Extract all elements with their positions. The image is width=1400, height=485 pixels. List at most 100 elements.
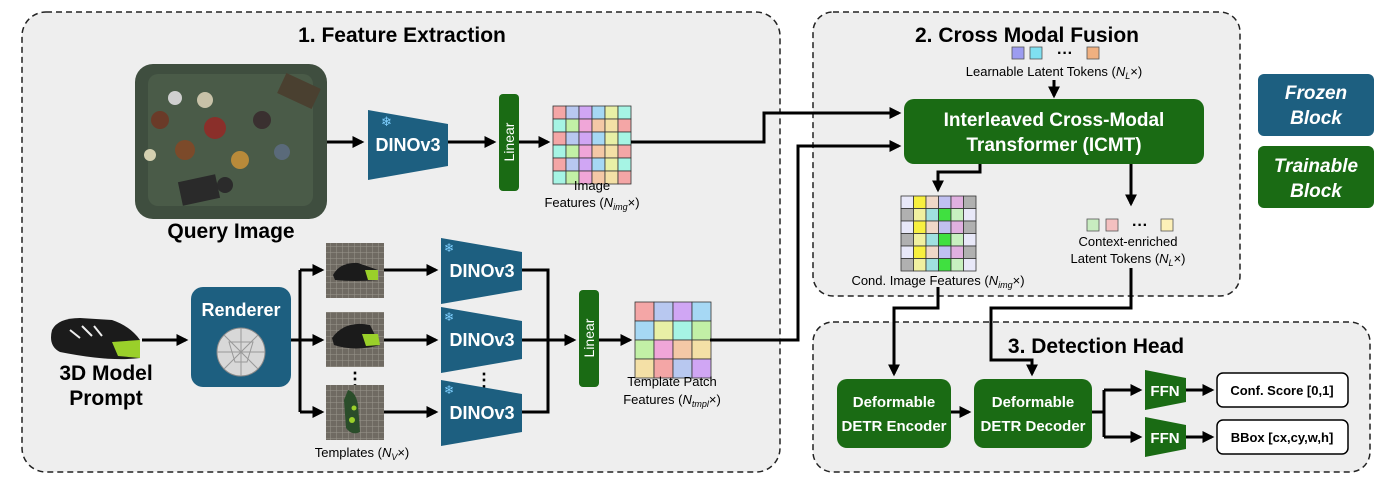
feature-cell bbox=[938, 233, 952, 247]
feature-cell bbox=[552, 131, 567, 146]
feature-cell bbox=[604, 105, 619, 120]
feature-cell bbox=[913, 245, 927, 259]
feature-cell bbox=[913, 233, 927, 247]
feature-cell bbox=[565, 105, 580, 120]
ffn-label-bbox: FFN bbox=[1150, 430, 1179, 447]
feature-cell bbox=[604, 118, 619, 133]
legend-trainable-line2: Block bbox=[1290, 181, 1343, 202]
feature-cell bbox=[963, 195, 977, 209]
cond-features-label: Cond. Image Features (Nimg×) bbox=[851, 273, 1024, 290]
context-tokens-label-2: Latent Tokens (NL×) bbox=[1071, 251, 1186, 268]
image-features-label-1: Image bbox=[574, 178, 610, 193]
icmt-label-1: Interleaved Cross-Modal bbox=[944, 110, 1165, 131]
bbox-output bbox=[1216, 419, 1349, 455]
detr-encoder-label-2: DETR Encoder bbox=[841, 418, 946, 435]
feature-cell bbox=[565, 157, 580, 172]
snowflake-icon: ❄ bbox=[444, 241, 454, 255]
query-image-label: Query Image bbox=[167, 220, 294, 243]
feature-cell bbox=[578, 131, 593, 146]
feature-cell bbox=[900, 258, 914, 272]
feature-cell bbox=[950, 195, 964, 209]
feature-cell bbox=[591, 105, 606, 120]
linear-label-query: Linear bbox=[501, 122, 517, 161]
linear-layer-query bbox=[499, 94, 519, 191]
feature-cell bbox=[900, 195, 914, 209]
template-features-label-1: Template Patch bbox=[627, 374, 717, 389]
feature-cell bbox=[691, 339, 712, 360]
feature-cell bbox=[950, 208, 964, 222]
feature-cell bbox=[913, 220, 927, 234]
feature-cell bbox=[634, 320, 655, 341]
feature-cell bbox=[617, 118, 632, 133]
legend-trainable-line1: Trainable bbox=[1274, 156, 1359, 177]
templates-label: Templates (NV×) bbox=[315, 445, 410, 462]
feature-cell bbox=[938, 195, 952, 209]
feature-cell bbox=[604, 157, 619, 172]
template-ellipsis: ⋮ bbox=[346, 369, 364, 389]
arrow-features-to-icmt bbox=[631, 107, 902, 144]
linear-label-template: Linear bbox=[581, 318, 597, 357]
model-prompt-line2: Prompt bbox=[69, 387, 143, 410]
feature-cell bbox=[653, 301, 674, 322]
snowflake-icon: ❄ bbox=[381, 114, 392, 129]
ffn-block-score bbox=[1145, 370, 1186, 410]
feature-cell bbox=[900, 208, 914, 222]
feature-cell bbox=[963, 233, 977, 247]
context-tokens-dots: ··· bbox=[1132, 217, 1148, 234]
image-features-label-2: Features (Nimg×) bbox=[544, 195, 639, 212]
arrow-context-to-decoder bbox=[989, 268, 1133, 377]
feature-cell bbox=[950, 258, 964, 272]
snowflake-icon: ❄ bbox=[444, 310, 454, 324]
feature-cell bbox=[672, 301, 693, 322]
legend-frozen-line1: Frozen bbox=[1285, 83, 1347, 104]
feature-cell bbox=[604, 144, 619, 159]
dino-label-template-2: DINOv3 bbox=[449, 330, 514, 350]
snowflake-icon: ❄ bbox=[444, 383, 454, 397]
icmt-label-2: Transformer (ICMT) bbox=[966, 135, 1141, 156]
feature-cell bbox=[591, 157, 606, 172]
feature-cell bbox=[552, 118, 567, 133]
feature-cell bbox=[963, 245, 977, 259]
legend-trainable-block bbox=[1258, 146, 1374, 208]
feature-extraction-title: 1. Feature Extraction bbox=[298, 24, 506, 47]
feature-cell bbox=[938, 258, 952, 272]
feature-cell bbox=[913, 195, 927, 209]
template-image-3 bbox=[326, 385, 384, 440]
feature-cell bbox=[672, 339, 693, 360]
feature-cell bbox=[578, 144, 593, 159]
feature-cell bbox=[963, 258, 977, 272]
feature-cell bbox=[617, 144, 632, 159]
template-features-grid bbox=[634, 301, 712, 379]
feature-cell bbox=[565, 118, 580, 133]
feature-cell bbox=[591, 144, 606, 159]
learnable-tokens-dots: ··· bbox=[1057, 45, 1073, 62]
ffn-label-score: FFN bbox=[1150, 383, 1179, 400]
detr-encoder-block bbox=[837, 379, 951, 448]
dino-label-template-1: DINOv3 bbox=[449, 261, 514, 281]
feature-cell bbox=[578, 157, 593, 172]
dino-encoder-template-3 bbox=[441, 380, 522, 446]
feature-cell bbox=[913, 208, 927, 222]
template-image-2 bbox=[326, 312, 384, 367]
feature-cell bbox=[925, 258, 939, 272]
image-features-grid bbox=[552, 105, 632, 185]
cross-modal-fusion-title: 2. Cross Modal Fusion bbox=[915, 24, 1139, 47]
detr-encoder-label-1: Deformable bbox=[853, 394, 936, 411]
dino-label-template-3: DINOv3 bbox=[449, 403, 514, 423]
context-enriched-tokens bbox=[1086, 218, 1174, 232]
icmt-block bbox=[904, 99, 1204, 164]
feature-cell bbox=[565, 131, 580, 146]
confidence-score-output bbox=[1216, 372, 1349, 408]
feature-cell bbox=[900, 233, 914, 247]
feature-cell bbox=[938, 208, 952, 222]
learnable-tokens bbox=[1011, 46, 1100, 60]
feature-cell bbox=[900, 245, 914, 259]
context-tokens-label-1: Context-enriched bbox=[1079, 234, 1178, 249]
detr-decoder-label-1: Deformable bbox=[992, 394, 1075, 411]
feature-cell bbox=[938, 245, 952, 259]
feature-cell bbox=[963, 220, 977, 234]
feature-cell bbox=[900, 220, 914, 234]
feature-cell bbox=[634, 301, 655, 322]
feature-cell bbox=[578, 105, 593, 120]
